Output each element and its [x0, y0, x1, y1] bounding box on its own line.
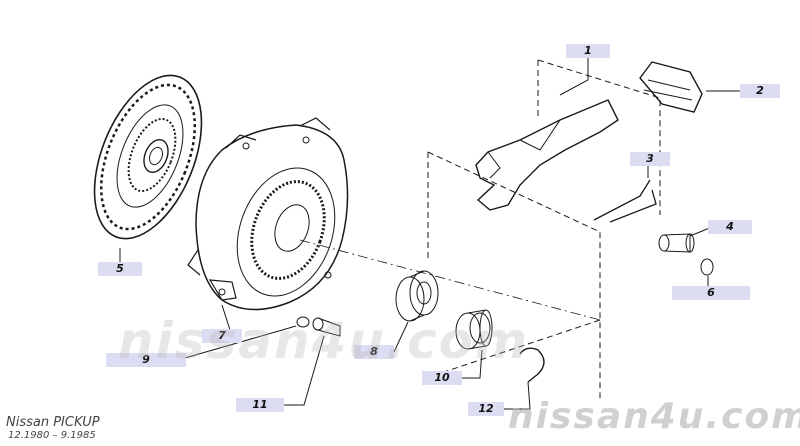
callout-6: 6 — [672, 286, 750, 300]
callout-7: 7 — [202, 329, 242, 343]
callout-5: 5 — [98, 262, 142, 276]
callout-4: 4 — [708, 220, 752, 234]
callout-12: 12 — [468, 402, 504, 416]
callout-1: 1 — [566, 44, 610, 58]
model-name: Nissan PICKUP — [6, 415, 100, 430]
watermark-corner: nissan4u.com — [508, 396, 800, 437]
withdrawal-lever — [475, 99, 619, 211]
watermark-center: nissan4u.com — [118, 312, 530, 370]
release-bearing — [395, 270, 439, 322]
callout-9: 9 — [106, 353, 186, 367]
return-spring — [593, 179, 657, 223]
callout-3: 3 — [630, 152, 670, 166]
pin-washer — [700, 258, 714, 276]
model-caption: Nissan PICKUP 12.1980 – 9.1985 — [6, 416, 100, 442]
clutch-cover — [187, 117, 349, 311]
bolt — [312, 317, 341, 337]
bearing-sleeve — [455, 309, 493, 350]
callout-8: 8 — [354, 345, 394, 359]
retainer-spring — [519, 347, 545, 383]
pivot-pin — [658, 233, 695, 253]
callout-2: 2 — [740, 84, 780, 98]
clutch-disc — [93, 74, 203, 240]
model-dates: 12.1980 – 9.1985 — [8, 430, 96, 441]
callout-10: 10 — [422, 371, 462, 385]
washer — [296, 316, 310, 328]
dust-cover — [639, 61, 703, 113]
callout-11: 11 — [236, 398, 284, 412]
